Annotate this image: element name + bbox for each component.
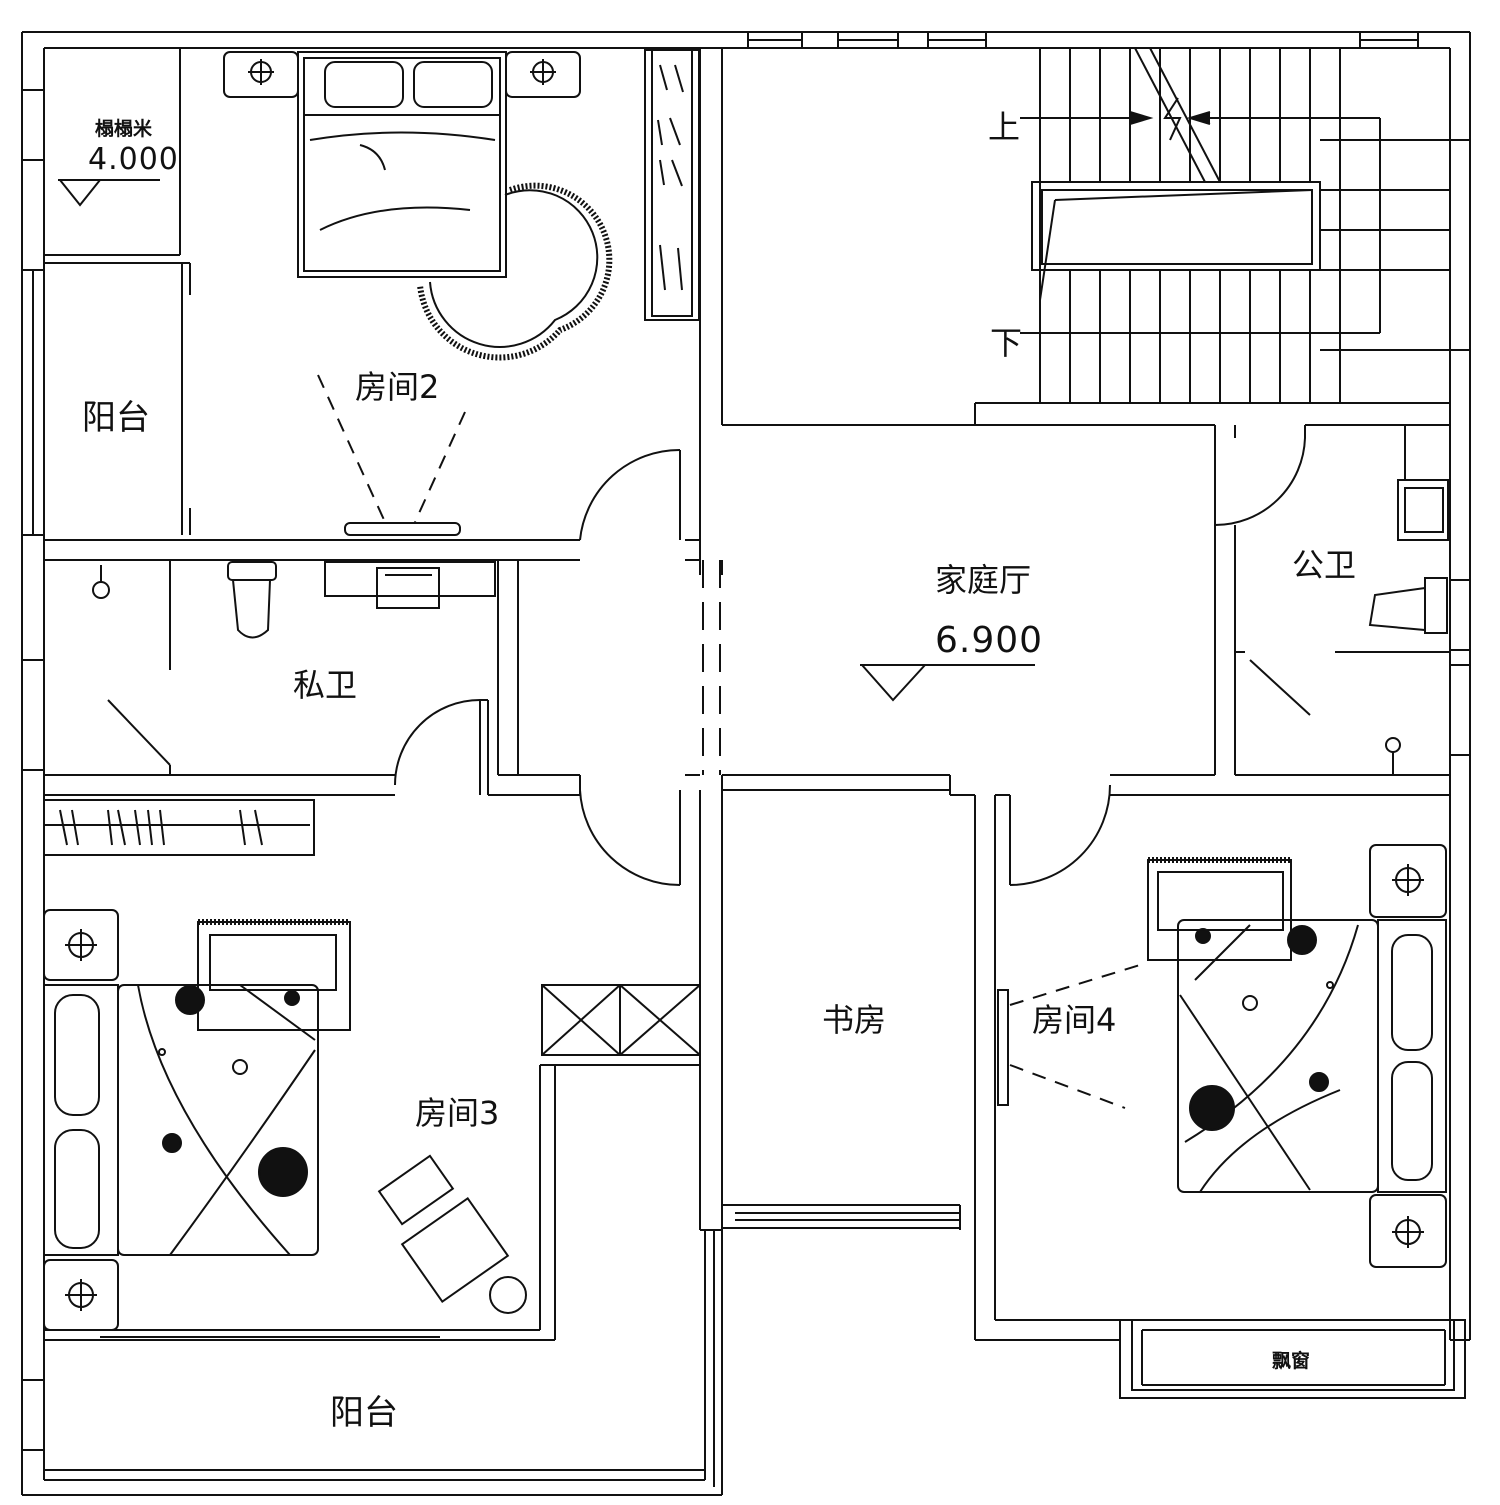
tv-stand [344, 522, 461, 536]
stair-up-label: 上 [988, 108, 1021, 146]
doors [394, 425, 1306, 887]
storage-cabinet [541, 984, 701, 1056]
hall-elevation: 6.900 [935, 620, 1044, 661]
balcony-upper-label: 阳台 [82, 398, 150, 438]
right-windows [1449, 139, 1471, 756]
round-rug [417, 182, 613, 361]
study-label: 书房 [822, 1001, 887, 1039]
room4-label: 房间4 [1032, 1001, 1117, 1039]
tatami-label: 榻榻米 [95, 118, 153, 140]
top-windows [747, 31, 1419, 49]
interior-walls [44, 48, 1470, 1399]
balcony-lower-label: 阳台 [330, 1393, 398, 1433]
public-bath-label: 公卫 [1292, 546, 1357, 584]
tatami-elevation: 4.000 [88, 142, 179, 177]
elevation-marker-hall [860, 664, 1035, 702]
room3-label: 房间3 [415, 1094, 500, 1132]
room3-chair [377, 1154, 527, 1314]
elevation-marker-tatami [58, 179, 160, 207]
private-bath-fixtures [92, 560, 496, 775]
room2-label: 房间2 [355, 368, 440, 406]
room3-desk [197, 919, 351, 1031]
room4-bed [1177, 844, 1447, 1268]
dashed-openings [702, 424, 975, 775]
private-bath-label: 私卫 [293, 666, 358, 704]
room4-tv [997, 964, 1141, 1109]
bay-window-label: 飘窗 [1272, 1350, 1311, 1372]
room2-bed [223, 51, 581, 278]
family-hall-label: 家庭厅 [935, 561, 1032, 599]
tv-projection [317, 374, 466, 523]
room3-bed [43, 909, 319, 1331]
outer-walls [21, 31, 1471, 1496]
public-bath-fixtures [1235, 479, 1450, 775]
staircase [1020, 47, 1450, 403]
room4-desk [1147, 857, 1292, 961]
room2-wardrobe [644, 49, 700, 321]
stair-down-label: 下 [990, 324, 1023, 362]
room3-wardrobe [43, 799, 315, 856]
left-windows [21, 89, 45, 1451]
